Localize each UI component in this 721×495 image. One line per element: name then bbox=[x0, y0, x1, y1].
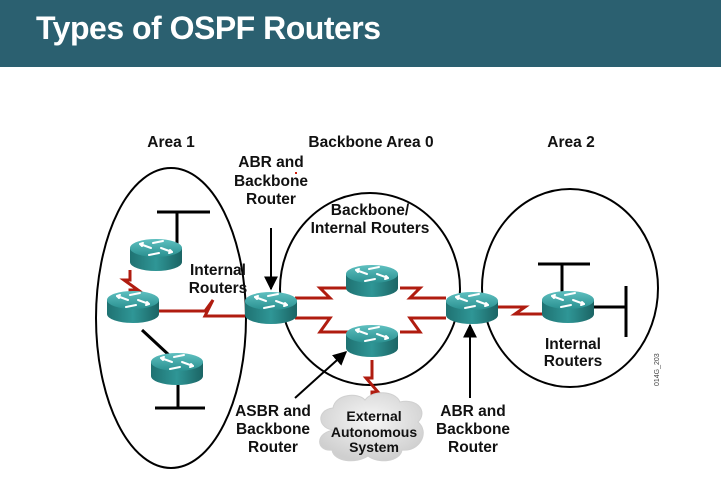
router-area1-top[interactable] bbox=[129, 238, 183, 272]
router-asbr[interactable] bbox=[345, 324, 399, 358]
svg-text:Backbone: Backbone bbox=[236, 421, 310, 438]
svg-text:ASBR and: ASBR and bbox=[235, 403, 311, 420]
svg-text:ABR and: ABR and bbox=[238, 154, 303, 171]
area-2-boundary bbox=[481, 188, 659, 388]
svg-text:Internal Routers: Internal Routers bbox=[311, 220, 430, 237]
router-abr-right[interactable] bbox=[445, 291, 499, 325]
router-area2[interactable] bbox=[541, 290, 595, 324]
svg-text:Backbone: Backbone bbox=[234, 173, 308, 190]
title-bar: Types of OSPF Routers bbox=[0, 0, 721, 67]
area-1-label: Area 1 bbox=[147, 134, 195, 151]
backbone-internal-label: Backbone/ Internal Routers bbox=[311, 202, 430, 237]
abr-backbone-right-label: ABR and Backbone Router bbox=[436, 403, 510, 456]
router-area1-middle[interactable] bbox=[106, 290, 160, 324]
svg-text:System: System bbox=[349, 439, 399, 455]
svg-text:Router: Router bbox=[248, 439, 298, 456]
svg-text:Routers: Routers bbox=[544, 353, 603, 370]
page-title: Types of OSPF Routers bbox=[36, 10, 381, 46]
svg-text:Router: Router bbox=[448, 439, 498, 456]
svg-text:ABR and: ABR and bbox=[440, 403, 505, 420]
svg-text:External: External bbox=[346, 408, 401, 424]
arrow-asbr bbox=[294, 351, 348, 399]
svg-text:Routers: Routers bbox=[189, 280, 248, 297]
svg-text:Backbone/: Backbone/ bbox=[331, 202, 410, 219]
svg-text:Backbone: Backbone bbox=[436, 421, 510, 438]
stray-dot bbox=[295, 172, 297, 174]
backbone-area-0-label: Backbone Area 0 bbox=[308, 134, 433, 151]
figure-code: 014G_203 bbox=[654, 353, 661, 386]
backbone-area-0-boundary bbox=[279, 192, 461, 386]
internal-routers-area1-label: Internal Routers bbox=[189, 262, 248, 297]
svg-text:Internal: Internal bbox=[190, 262, 246, 279]
area-2-label: Area 2 bbox=[547, 134, 594, 151]
asbr-backbone-label: ASBR and Backbone Router bbox=[235, 403, 311, 456]
svg-text:Router: Router bbox=[246, 191, 296, 208]
serial-links bbox=[119, 270, 545, 408]
internal-routers-area2-label: Internal Routers bbox=[544, 336, 603, 370]
external-as-label: External Autonomous System bbox=[331, 408, 418, 455]
abr-backbone-left-label: ABR and Backbone Router bbox=[234, 154, 308, 208]
external-as-cloud bbox=[319, 392, 424, 462]
ethernet-links bbox=[140, 210, 628, 410]
area-1-boundary bbox=[95, 167, 247, 469]
svg-text:Internal: Internal bbox=[545, 336, 601, 353]
router-area1-bottom[interactable] bbox=[150, 352, 204, 386]
router-abr-left[interactable] bbox=[244, 291, 298, 325]
svg-text:Autonomous: Autonomous bbox=[331, 424, 418, 440]
router-backbone-top[interactable] bbox=[345, 264, 399, 298]
